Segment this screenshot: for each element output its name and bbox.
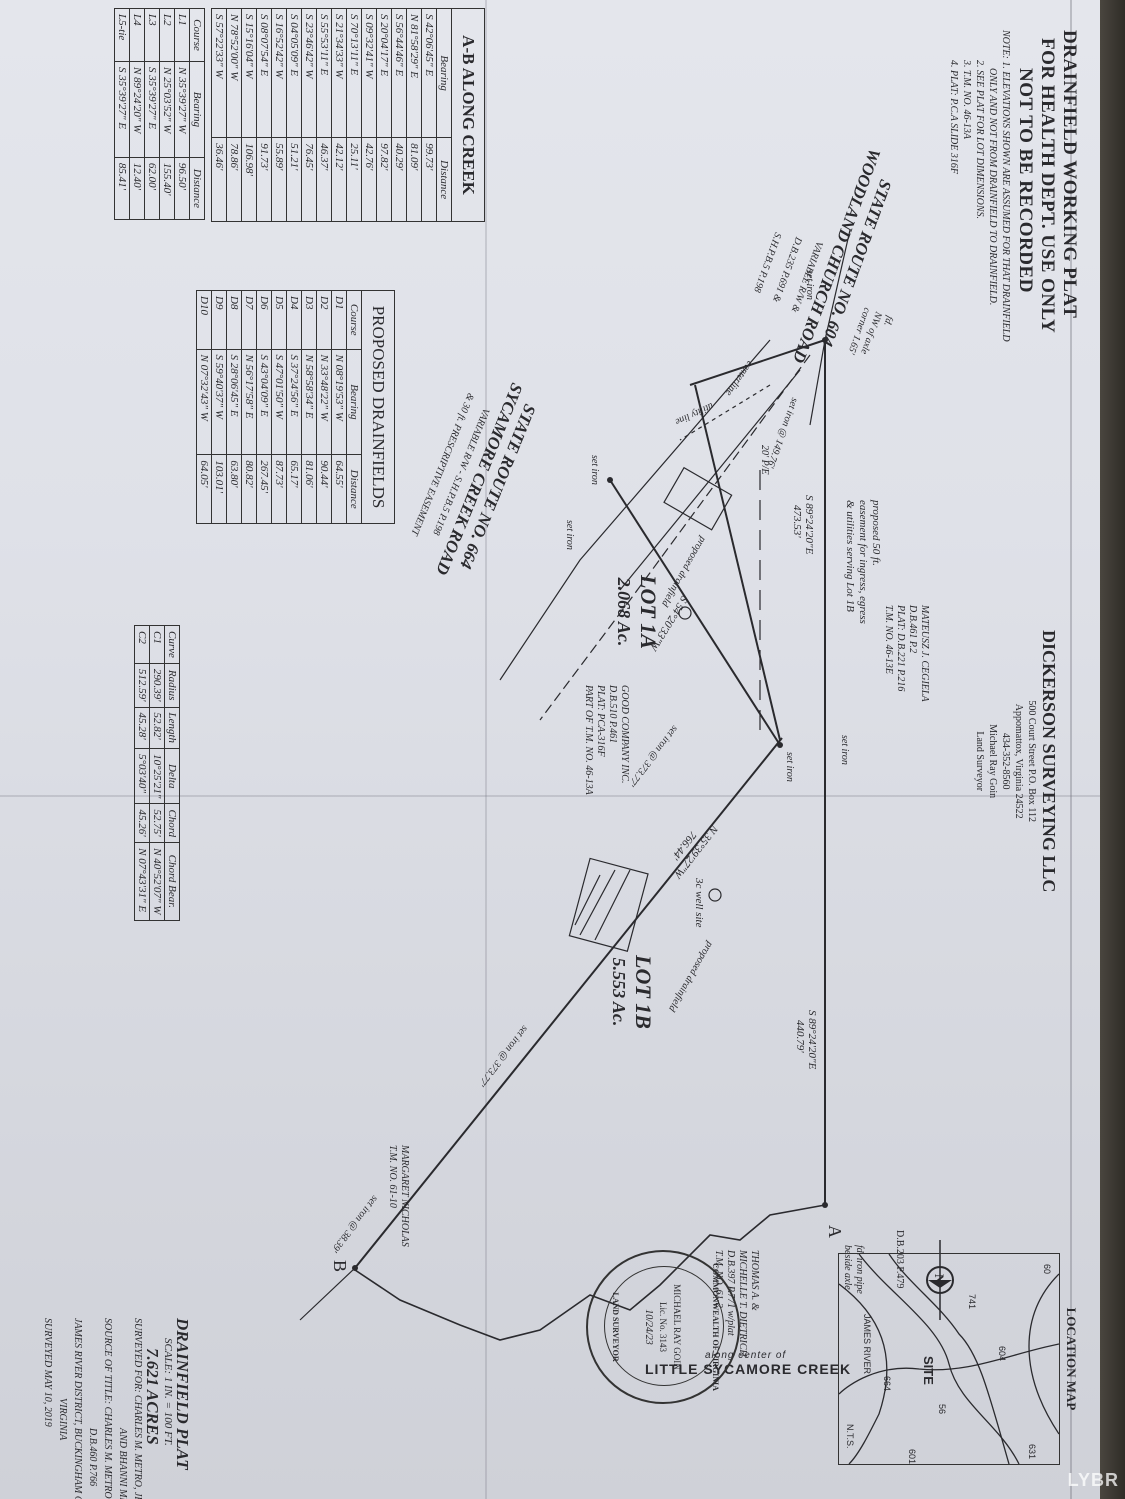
road-604-edge — [809, 229, 851, 426]
creek-extension — [299, 1267, 356, 1321]
set-iron-label: set iron — [784, 752, 795, 782]
plat-source-2: D.B.460 P.766 — [87, 1428, 98, 1487]
plat-scale: SCALE: 1 IN. = 100 FT. — [162, 1338, 174, 1446]
well-site-marker — [678, 606, 692, 620]
easement-note-1: proposed 50 ft. — [870, 500, 882, 566]
plat-date: SURVEYED MAY 10, 2019 — [42, 1318, 53, 1427]
iron-marker — [607, 477, 613, 483]
road-664-edge — [499, 339, 771, 681]
iron-marker — [822, 1202, 828, 1208]
map-site-label: SITE — [921, 1356, 936, 1385]
lot-1b-area: 5.553 Ac. — [609, 957, 629, 1027]
well-site-label: 3c well site — [693, 878, 705, 928]
plat-drawing: DRAINFIELD WORKING PLAT FOR HEALTH DEPT.… — [42, 8, 1080, 1499]
seal-ring-top: COMMONWEALTH OF VIRGINIA — [711, 1263, 720, 1391]
north-arrow-icon: N — [926, 1240, 954, 1320]
utility-line — [679, 384, 771, 441]
plat-acres: 7.621 ACRES — [143, 1348, 162, 1445]
fold-line — [0, 795, 1100, 797]
map-route-label: 741 — [967, 1294, 977, 1309]
creek-line — [354, 1204, 826, 1341]
watermark-logo: LYBR — [1067, 1470, 1119, 1490]
plat-state: VIRGINIA — [57, 1398, 68, 1441]
distance-top-2: 440.79' — [794, 1020, 806, 1053]
set-iron-label: set iron — [804, 270, 815, 300]
location-map-title: LOCATION MAP — [1064, 1307, 1079, 1411]
road-centerline — [539, 354, 811, 721]
drainfield-1a — [663, 466, 733, 531]
map-route-label: 56 — [937, 1404, 947, 1414]
surveyor-seal: COMMONWEALTH OF VIRGINIA MICHAEL RAY GOI… — [586, 1250, 740, 1404]
property-line-south — [694, 384, 781, 741]
owner-margaret: MARGARET NICHOLAS — [399, 1145, 410, 1247]
plat-title: DRAINFIELD PLAT — [173, 1318, 192, 1470]
lot-1a-area: 2.068 Ac. — [614, 577, 634, 647]
owner-mateusz-db: D.B.461 P.2 — [907, 605, 918, 654]
owner-margaret-tm: T.M. NO. 61-10 — [387, 1145, 398, 1208]
drainfield-hatch — [579, 869, 616, 936]
plat-surveyed-for-2: AND BHANNI METRO — [117, 1428, 128, 1499]
easement-note-3: & utilities serving Lot 1B — [844, 500, 856, 612]
easement-note-2: easement for ingress, egress — [857, 500, 869, 624]
distance-top-1: 473.53' — [791, 505, 803, 538]
owner-good: GOOD COMPANY INC. — [619, 685, 630, 784]
drainfield-hatch — [594, 869, 631, 941]
map-river-label: JAMES RIVER — [862, 1314, 872, 1375]
pole-label: 20' P/E — [759, 445, 770, 475]
iron-marker — [777, 742, 783, 748]
owner-good-tm: PART OF T.M. NO. 46-13A — [583, 685, 594, 795]
plat-surveyed-for: SURVEYED FOR: CHARLES M. METRO, JR — [132, 1318, 143, 1499]
bearing-top-2: S 89°24'20"E — [806, 1010, 818, 1070]
owner-good-db: D.B.510 P.461 — [607, 685, 618, 744]
plat-paper: DRAINFIELD WORKING PLAT FOR HEALTH DEPT.… — [0, 0, 1100, 1499]
svg-text:N: N — [932, 1274, 947, 1284]
location-map-roads: SITE JAMES RIVER N.T.S. 60 604 664 631 6… — [838, 1253, 1060, 1465]
plat-district: JAMES RIVER DISTRICT, BUCKINGHAM COU — [72, 1318, 83, 1499]
iron-marker — [822, 337, 828, 343]
seal-ring-bottom: LAND SURVEYOR — [611, 1292, 620, 1362]
map-route-label: 631 — [1027, 1444, 1037, 1459]
set-iron-label: set iron — [564, 520, 575, 550]
fold-line — [485, 0, 487, 1499]
lot-1b-name: LOT 1B — [631, 955, 656, 1029]
set-iron-label: set iron — [589, 455, 600, 485]
map-route-label: 604 — [997, 1346, 1007, 1361]
owner-good-plat: PLAT: PCA-316F — [595, 685, 606, 757]
drainfield-1b — [568, 857, 649, 952]
point-a-label: A — [825, 1225, 845, 1238]
well-site-marker — [708, 888, 722, 902]
map-route-label: 60 — [1042, 1264, 1052, 1274]
map-route-label: 664 — [882, 1376, 892, 1391]
owner-mateusz-tm: T.M. NO. 46-13E — [883, 605, 894, 674]
point-b-label: B — [330, 1260, 350, 1273]
map-nts-label: N.T.S. — [845, 1424, 855, 1449]
owner-mateusz: MATEUSZ J. CEGIELA — [919, 605, 930, 702]
location-map: LOCATION MAP SITE JAMES RIVER N.T.S. 60 … — [838, 1253, 1079, 1465]
seal-license: Lic. No. 3143 — [658, 1302, 668, 1352]
map-route-label: 601 — [907, 1449, 917, 1464]
property-line-diagonal — [354, 737, 783, 1269]
seal-name: MICHAEL RAY GOIN — [672, 1284, 682, 1370]
road-664-edge — [619, 369, 801, 591]
fold-line — [1070, 0, 1072, 1499]
survey-lines: N — [299, 229, 954, 1341]
drainfield-hatch — [574, 874, 601, 926]
seal-date: 10/24/23 — [643, 1309, 654, 1345]
owner-mateusz-plat: PLAT: D.B.221 P.216 — [895, 605, 906, 692]
set-iron-label: set iron — [839, 735, 850, 765]
bearing-top-1: S 89°24'20"E — [803, 495, 815, 555]
owner-thomas: THOMAS A. & — [749, 1250, 760, 1311]
property-line-west — [689, 339, 826, 386]
plat-source: SOURCE OF TITLE: CHARLES M. METRO — [102, 1318, 113, 1499]
iron-marker — [352, 1265, 358, 1271]
property-line-lot-divider — [609, 479, 781, 746]
